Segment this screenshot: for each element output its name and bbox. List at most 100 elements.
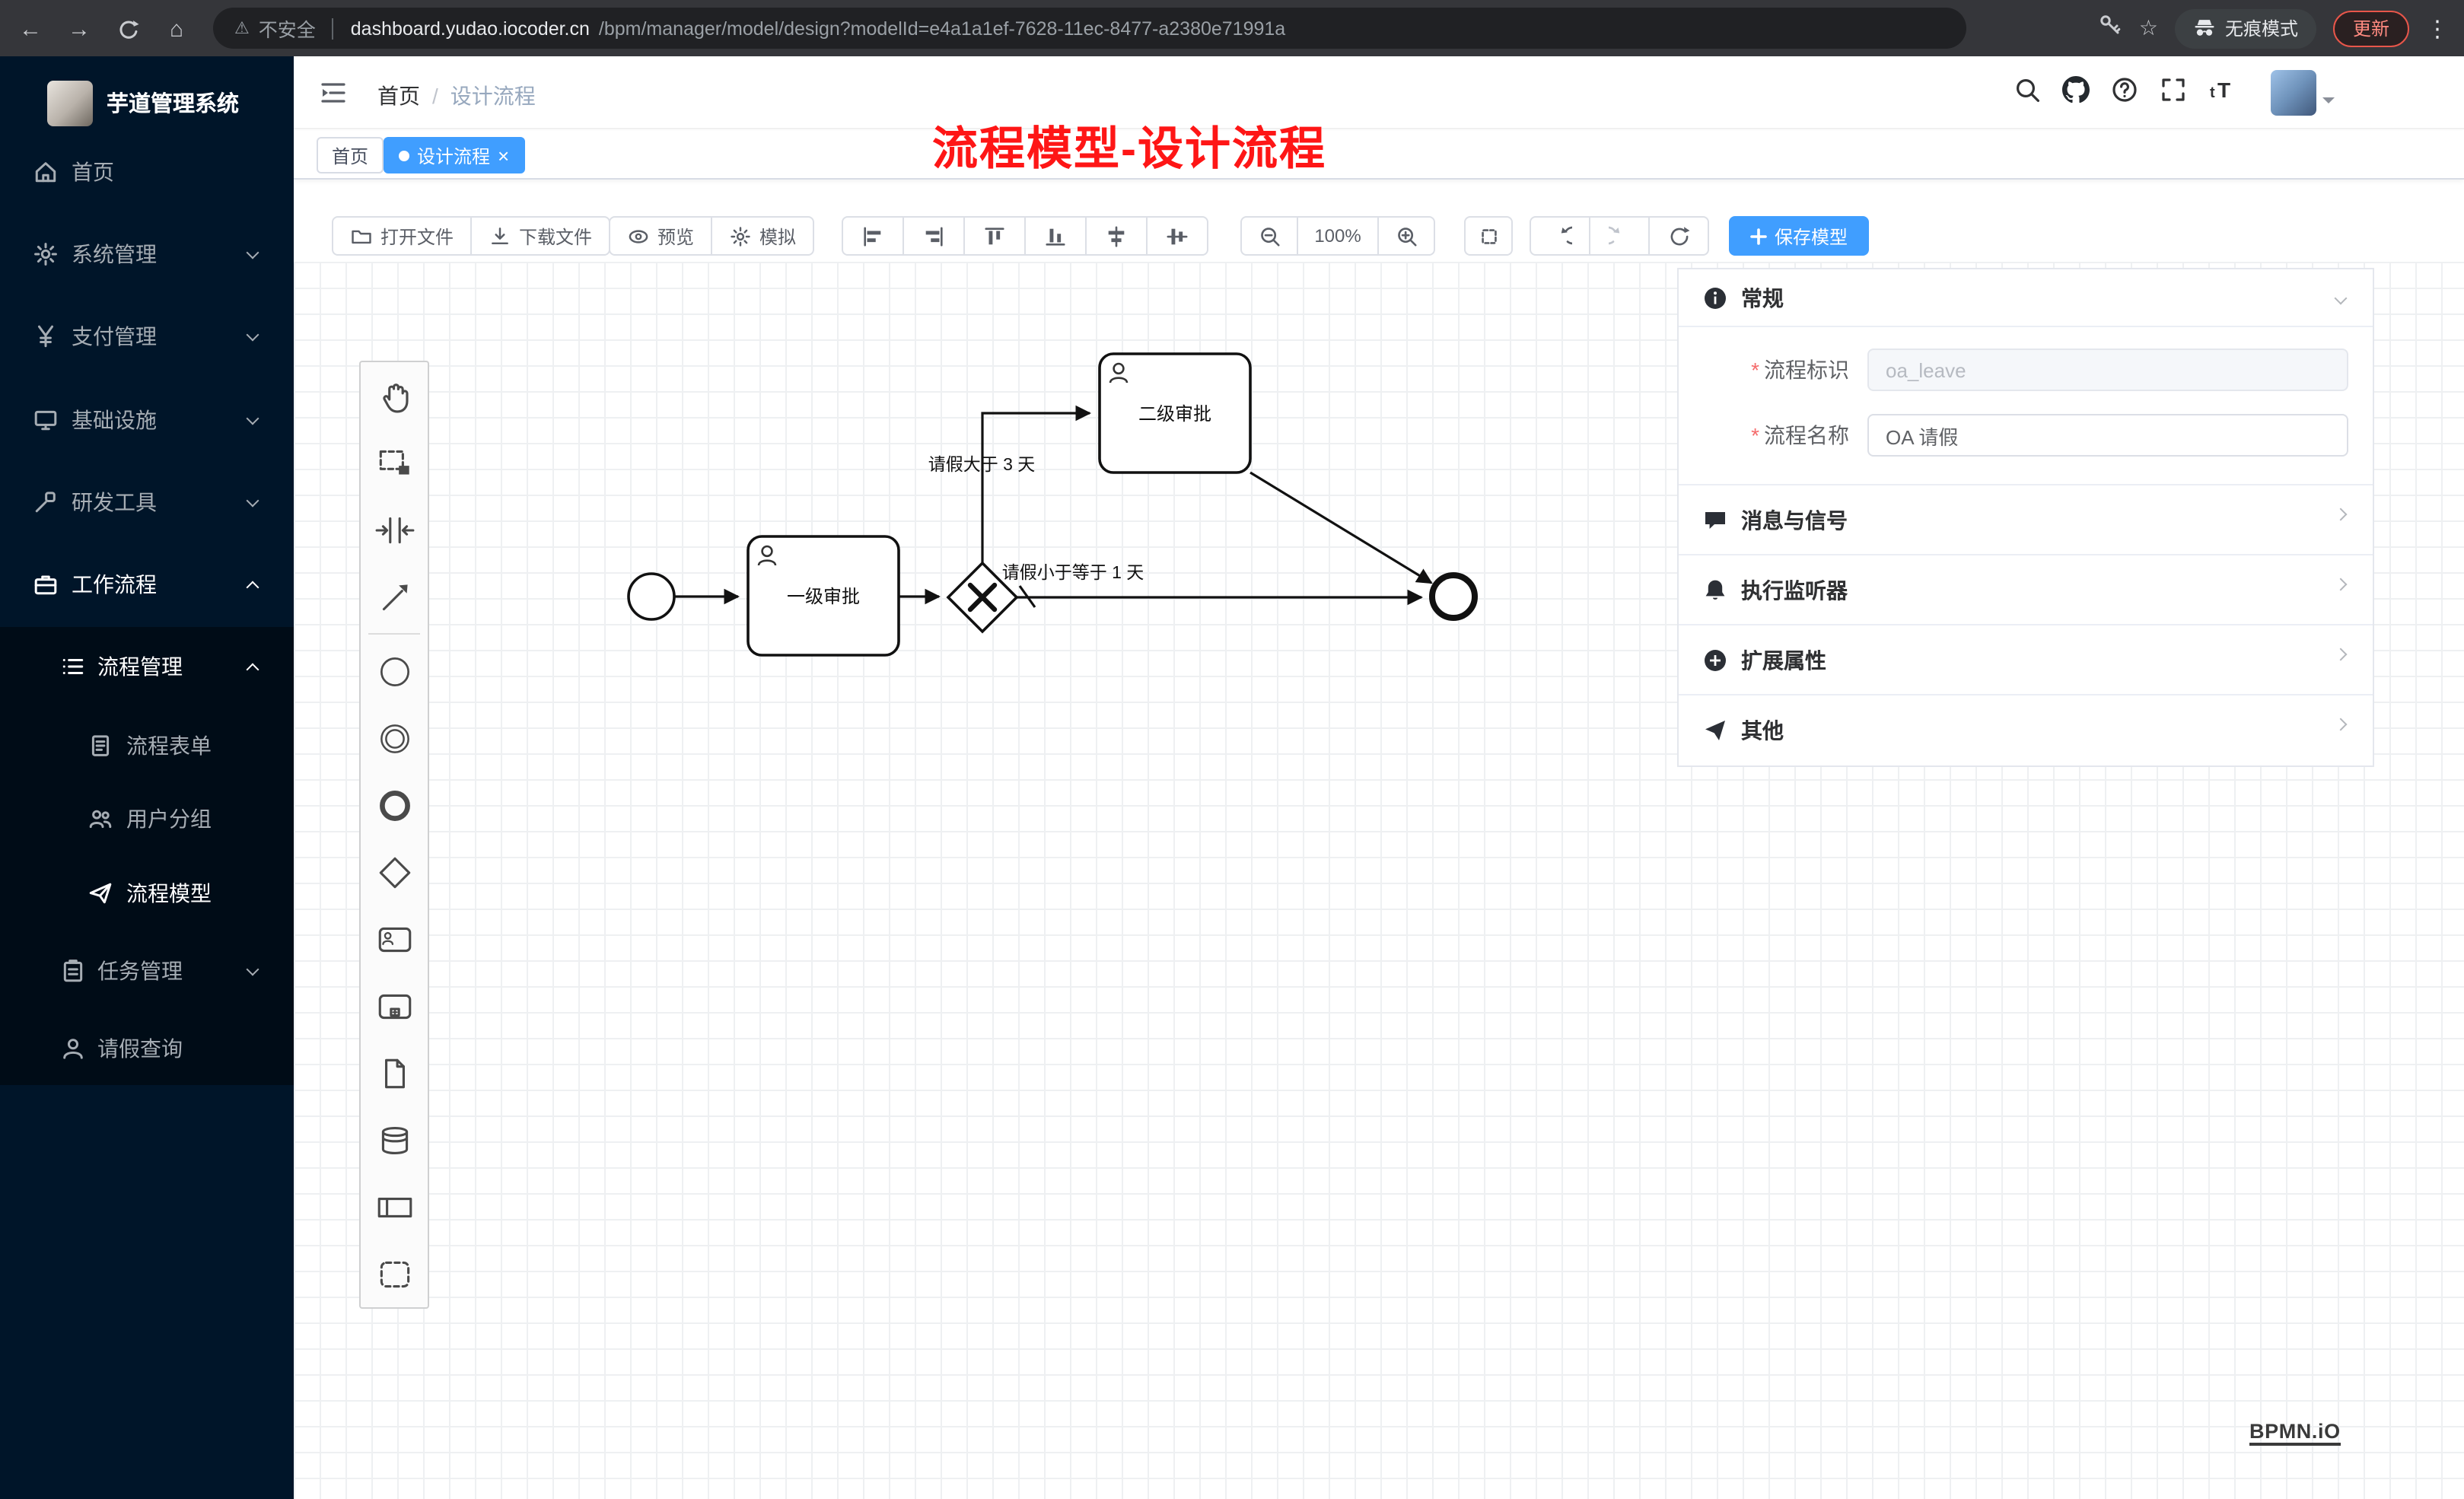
space-tool[interactable] bbox=[361, 496, 428, 563]
sidebar-item-user-group[interactable]: 用户分组 bbox=[0, 785, 294, 852]
create-group[interactable] bbox=[361, 1240, 428, 1307]
home-icon[interactable]: ⌂ bbox=[158, 12, 195, 46]
section-general[interactable]: 常规 bbox=[1679, 269, 2373, 327]
section-extended-attributes[interactable]: 扩展属性 bbox=[1679, 625, 2373, 695]
create-end-event[interactable] bbox=[361, 772, 428, 839]
palette-divider bbox=[368, 633, 420, 635]
sidebar-item-process-mgmt[interactable]: 流程管理 bbox=[0, 633, 294, 700]
create-user-task[interactable] bbox=[361, 905, 428, 972]
align-bottom-button[interactable] bbox=[1024, 216, 1087, 256]
align-hcenter-button[interactable] bbox=[1085, 216, 1148, 256]
create-participant[interactable] bbox=[361, 1173, 428, 1240]
chevron-right-icon bbox=[2335, 718, 2348, 731]
svg-text:t: t bbox=[2210, 84, 2215, 100]
avatar-caret-icon[interactable] bbox=[2322, 97, 2335, 110]
sidebar-item-payment[interactable]: 支付管理 bbox=[0, 303, 294, 370]
address-bar[interactable]: ⚠ 不安全 dashboard.yudao.iocoder.cn/bpm/man… bbox=[213, 8, 1966, 49]
align-vcenter-button[interactable] bbox=[1146, 216, 1208, 256]
save-model-button[interactable]: 保存模型 bbox=[1729, 216, 1869, 256]
briefcase-icon bbox=[33, 572, 58, 597]
process-name-input[interactable] bbox=[1867, 414, 2348, 457]
create-data-object[interactable] bbox=[361, 1039, 428, 1106]
chevron-up-icon bbox=[247, 664, 259, 676]
star-icon[interactable]: ☆ bbox=[2139, 15, 2158, 41]
zoom-reset-button[interactable] bbox=[1464, 216, 1513, 256]
chevron-right-icon bbox=[2335, 508, 2348, 521]
sidebar-item-infra[interactable]: 基础设施 bbox=[0, 387, 294, 454]
align-right-button[interactable] bbox=[903, 216, 965, 256]
restart-button[interactable] bbox=[1648, 216, 1709, 256]
yen-icon bbox=[33, 324, 58, 348]
create-gateway[interactable] bbox=[361, 839, 428, 905]
process-key-input bbox=[1867, 348, 2348, 391]
plus-icon bbox=[1750, 228, 1767, 244]
zoom-in-button[interactable] bbox=[1377, 216, 1435, 256]
open-file-button[interactable]: 打开文件 bbox=[332, 216, 472, 256]
chevron-down-icon bbox=[247, 495, 259, 508]
security-label: 不安全 bbox=[259, 14, 316, 43]
svg-text:T: T bbox=[2217, 78, 2230, 101]
sidebar-item-home[interactable]: 首页 bbox=[0, 138, 294, 205]
redo-button[interactable] bbox=[1589, 216, 1650, 256]
chevron-down-icon bbox=[247, 329, 259, 342]
create-data-store[interactable] bbox=[361, 1106, 428, 1173]
fullscreen-icon[interactable] bbox=[2160, 75, 2187, 110]
font-size-icon[interactable]: tT bbox=[2208, 75, 2236, 110]
clipboard-icon bbox=[61, 959, 85, 983]
bpmn-io-watermark[interactable]: BPMN.iO bbox=[2249, 1420, 2341, 1446]
github-icon[interactable] bbox=[2062, 75, 2090, 110]
reload-icon[interactable] bbox=[110, 12, 146, 46]
breadcrumb-home[interactable]: 首页 bbox=[377, 84, 420, 108]
menu-fold-icon[interactable] bbox=[320, 79, 347, 107]
hand-tool[interactable] bbox=[361, 362, 428, 429]
create-subprocess[interactable] bbox=[361, 972, 428, 1039]
app-header: 首页/设计流程 tT bbox=[294, 56, 2464, 129]
chevron-up-icon bbox=[247, 581, 259, 594]
align-top-button[interactable] bbox=[963, 216, 1026, 256]
zoom-out-button[interactable] bbox=[1240, 216, 1298, 256]
sidebar-item-process-model[interactable]: 流程模型 bbox=[0, 860, 294, 927]
align-left-button[interactable] bbox=[842, 216, 904, 256]
tag-design-process[interactable]: 设计流程 × bbox=[384, 137, 524, 173]
section-messages-signals[interactable]: 消息与信号 bbox=[1679, 485, 2373, 555]
bpmn-toolbar: 打开文件 下载文件 预览 模拟 bbox=[294, 216, 2464, 259]
chevron-right-icon bbox=[2335, 648, 2348, 661]
sidebar-item-system[interactable]: 系统管理 bbox=[0, 221, 294, 288]
download-file-button[interactable]: 下载文件 bbox=[470, 216, 610, 256]
section-others[interactable]: 其他 bbox=[1679, 695, 2373, 765]
tag-home[interactable]: 首页 bbox=[317, 137, 384, 173]
chevron-right-icon bbox=[2335, 578, 2348, 591]
lasso-tool[interactable] bbox=[361, 429, 428, 496]
simulate-button[interactable]: 模拟 bbox=[711, 216, 814, 256]
update-button[interactable]: 更新 bbox=[2333, 10, 2409, 46]
kebab-menu-icon[interactable]: ⋮ bbox=[2426, 14, 2449, 42]
preview-button[interactable]: 预览 bbox=[609, 216, 712, 256]
sidebar-item-process-form[interactable]: 流程表单 bbox=[0, 712, 294, 779]
address-divider bbox=[333, 18, 334, 39]
sidebar-item-task-mgmt[interactable]: 任务管理 bbox=[0, 937, 294, 1004]
question-icon[interactable] bbox=[2111, 75, 2138, 110]
process-key-label: *流程标识 bbox=[1697, 355, 1849, 385]
undo-button[interactable] bbox=[1530, 216, 1590, 256]
connect-tool[interactable] bbox=[361, 563, 428, 630]
avatar[interactable] bbox=[2271, 70, 2316, 116]
general-form: *流程标识 *流程名称 bbox=[1679, 327, 2373, 485]
message-icon bbox=[1703, 508, 1727, 532]
forward-icon[interactable]: → bbox=[61, 12, 97, 46]
chevron-down-icon bbox=[2335, 292, 2348, 305]
key-icon[interactable] bbox=[2098, 12, 2122, 44]
main-area: 首页/设计流程 tT 流程模型-设计流程 首页 设计流程 × bbox=[294, 56, 2464, 1499]
sidebar-item-devtools[interactable]: 研发工具 bbox=[0, 469, 294, 536]
sidebar-item-leave-query[interactable]: 请假查询 bbox=[0, 1015, 294, 1082]
section-execution-listeners[interactable]: 执行监听器 bbox=[1679, 555, 2373, 625]
close-icon[interactable]: × bbox=[498, 145, 509, 165]
create-start-event[interactable] bbox=[361, 638, 428, 705]
process-name-label: *流程名称 bbox=[1697, 420, 1849, 450]
monitor-icon bbox=[33, 408, 58, 432]
back-icon[interactable]: ← bbox=[12, 12, 49, 46]
create-intermediate-event[interactable] bbox=[361, 705, 428, 772]
search-icon[interactable] bbox=[2014, 75, 2041, 110]
tags-view: 首页 设计流程 × bbox=[294, 131, 2464, 180]
sidebar-item-workflow[interactable]: 工作流程 bbox=[0, 551, 294, 618]
